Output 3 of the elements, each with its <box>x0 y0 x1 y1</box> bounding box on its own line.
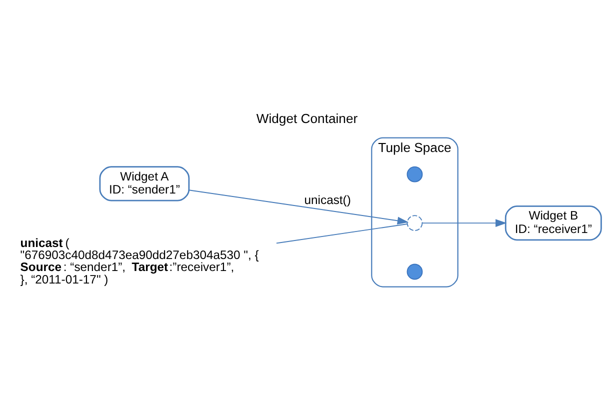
edge-label: unicast() <box>304 192 351 207</box>
node-text: unicast( "676903c40d8d473ea90dd27eb304a530 ", { Source: “sender1”, Target:”receiver1”, }, “2011-01-17" ) <box>20 236 259 286</box>
diagram-title: Widget Container <box>256 110 358 126</box>
